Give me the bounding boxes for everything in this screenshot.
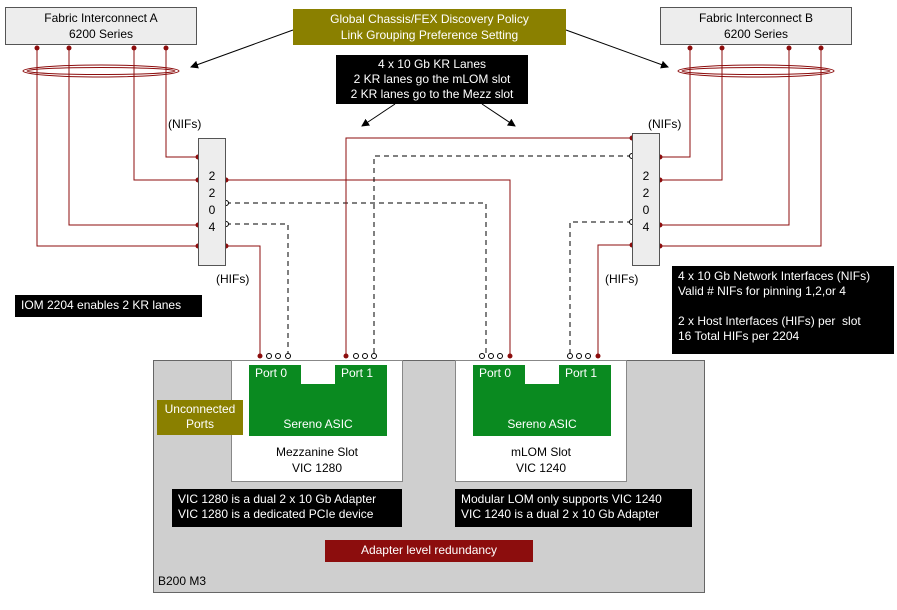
mlom-port-1: Port 1	[559, 365, 611, 384]
pointer-arrows	[190, 29, 669, 127]
fabric-a-series: 6200 Series	[68, 27, 134, 41]
mlom-slot-title: mLOM Slot	[510, 445, 571, 459]
mlom-slot-vic: VIC 1240	[515, 461, 567, 475]
iom-note: IOM 2204 enables 2 KR lanes	[15, 295, 202, 317]
left-iom-digit-1: 2	[208, 169, 216, 183]
mezz-port0-dots	[257, 353, 291, 359]
right-hifs-label: (HIFs)	[605, 272, 639, 286]
left-nifs-label: (NIFs)	[168, 117, 202, 131]
vic-1280-note: VIC 1280 is a dual 2 x 10 Gb Adapter VIC…	[172, 489, 402, 527]
mlom-port1-dots	[567, 353, 601, 359]
mlom-sereno-asic: Sereno ASIC	[473, 394, 611, 436]
discovery-policy-box: Global Chassis/FEX Discovery Policy Link…	[293, 9, 566, 45]
left-iom-digit-2: 2	[208, 186, 216, 200]
fabric-interconnect-b: Fabric Interconnect B 6200 Series	[660, 7, 852, 45]
mezz-sereno-asic: Sereno ASIC	[249, 394, 387, 436]
left-iom-digit-3: 0	[208, 203, 216, 217]
right-iom-digit-3: 0	[642, 203, 650, 217]
left-hifs-label: (HIFs)	[216, 272, 250, 286]
fabric-a-name: Fabric Interconnect A	[44, 11, 158, 25]
interfaces-note: 4 x 10 Gb Network Interfaces (NIFs) Vali…	[672, 266, 894, 354]
iom-hif-dots	[223, 135, 635, 249]
mezz-slot-vic: VIC 1280	[291, 461, 343, 475]
left-iom-2204: 2 2 0 4	[198, 138, 226, 266]
left-iom-digit-4: 4	[208, 220, 216, 234]
right-nifs-label: (NIFs)	[648, 117, 682, 131]
mezz-port1-dots	[343, 353, 377, 359]
unconnected-ports-label: Unconnected Ports	[157, 400, 243, 435]
mlom-port-0: Port 0	[473, 365, 525, 384]
port-channel-ellipse-b	[677, 64, 835, 78]
adapter-redundancy-label: Adapter level redundancy	[325, 540, 533, 562]
fabric-b-name: Fabric Interconnect B	[698, 11, 814, 25]
unconnected-line1: Unconnected	[164, 402, 236, 416]
right-iom-digit-1: 2	[642, 169, 650, 183]
mezz-slot-title: Mezzanine Slot	[275, 445, 359, 459]
chassis-label: B200 M3	[158, 574, 207, 588]
vic-1240-note: Modular LOM only supports VIC 1240 VIC 1…	[455, 489, 692, 527]
mezzanine-slot: Port 0 Port 1 Sereno ASIC Mezzanine Slot…	[231, 360, 403, 482]
mezz-port-1: Port 1	[335, 365, 387, 384]
mlom-port0-dots	[479, 353, 513, 359]
right-iom-hif-links	[345, 137, 632, 355]
port-channel-ellipse-a	[22, 64, 180, 78]
fabric-b-uplinks	[660, 48, 822, 247]
right-iom-2204: 2 2 0 4	[632, 133, 660, 266]
unconnected-line2: Ports	[185, 417, 214, 431]
right-iom-digit-2: 2	[642, 186, 650, 200]
fabric-a-uplinks	[36, 48, 198, 247]
fabric-interconnect-a: Fabric Interconnect A 6200 Series	[5, 7, 197, 45]
mlom-slot: Port 0 Port 1 Sereno ASIC mLOM Slot VIC …	[455, 360, 627, 482]
port-channel-ellipse-a-inner	[26, 67, 176, 75]
fabric-b-series: 6200 Series	[723, 27, 789, 41]
policy-title: Global Chassis/FEX Discovery Policy	[330, 12, 529, 26]
right-iom-digit-4: 4	[642, 220, 650, 234]
policy-subtitle: Link Grouping Preference Setting	[340, 28, 519, 42]
left-iom-hif-links	[226, 179, 511, 355]
mlom-asic-bridge	[473, 384, 611, 394]
mezz-port-0: Port 0	[249, 365, 301, 384]
kr-lanes-note: 4 x 10 Gb KR Lanes 2 KR lanes go the mLO…	[336, 55, 528, 104]
port-channel-ellipse-b-inner	[681, 67, 831, 75]
mezz-asic-bridge	[249, 384, 387, 394]
